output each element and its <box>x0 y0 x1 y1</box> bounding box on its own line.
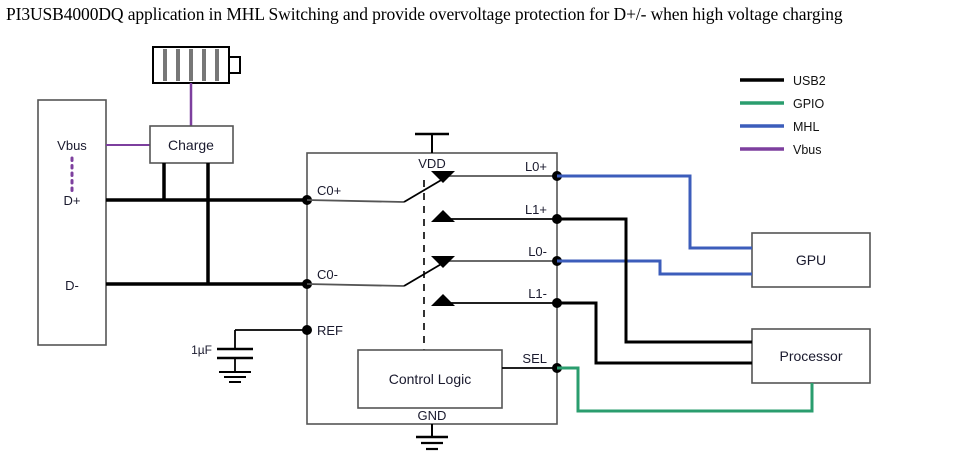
battery-icon <box>152 46 241 84</box>
decoupling-capacitor <box>217 329 307 383</box>
ic-pin-l0plus: L0+ <box>525 159 547 174</box>
ic-output-line-l1minus <box>431 294 557 306</box>
charge-block-label: Charge <box>168 137 214 153</box>
gpu-block-label: GPU <box>796 252 826 268</box>
wire-usb2-l1minus-to-processor <box>557 301 752 365</box>
vdd-supply-symbol <box>415 132 449 153</box>
usb-connector-block <box>37 99 107 346</box>
wire-gpio-sel-to-processor <box>557 366 814 413</box>
charge-block <box>149 125 234 164</box>
gnd-symbol <box>416 424 448 451</box>
ic-pin-dot-ref <box>302 325 312 335</box>
ic-pin-l0minus: L0- <box>528 244 547 259</box>
legend-label-mhl: MHL <box>793 120 819 134</box>
connector-pin-dminus: D- <box>65 278 79 293</box>
wire-mhl-l0plus-to-gpu <box>557 174 752 250</box>
connector-pin-vbus: Vbus <box>57 138 87 153</box>
connector-pin-dplus: D+ <box>64 193 81 208</box>
ic-pin-l1plus: L1+ <box>525 202 547 217</box>
gpu-block <box>751 232 871 288</box>
wire-mhl-l0minus-to-gpu <box>557 259 752 276</box>
legend-label-vbus: Vbus <box>793 143 822 157</box>
page-title: PI3USB4000DQ application in MHL Switchin… <box>6 4 843 24</box>
ic-pin-c0minus: C0- <box>317 267 338 282</box>
ic-output-line-l0plus <box>431 171 557 183</box>
capacitor-value-label: 1µF <box>191 343 212 357</box>
control-logic-label: Control Logic <box>389 371 472 387</box>
wire-usb2-l1plus-to-processor <box>557 217 752 344</box>
processor-block <box>751 328 871 384</box>
ic-pin-vdd: VDD <box>418 156 445 171</box>
ic-pin-ref: REF <box>317 323 343 338</box>
ic-pin-l1minus: L1- <box>528 286 547 301</box>
switch-c0plus <box>306 178 444 203</box>
legend-label-gpio: GPIO <box>793 97 825 111</box>
legend-label-usb2: USB2 <box>793 74 826 88</box>
ic-pin-gnd: GND <box>418 408 447 423</box>
ic-pin-sel: SEL <box>522 351 547 366</box>
ic-output-line-l0minus <box>431 256 557 268</box>
legend: USB2 GPIO MHL Vbus <box>740 74 826 157</box>
control-logic-block <box>357 349 503 409</box>
ic-output-line-l1plus <box>431 210 557 222</box>
ic-pin-c0plus: C0+ <box>317 183 341 198</box>
processor-block-label: Processor <box>779 348 842 364</box>
